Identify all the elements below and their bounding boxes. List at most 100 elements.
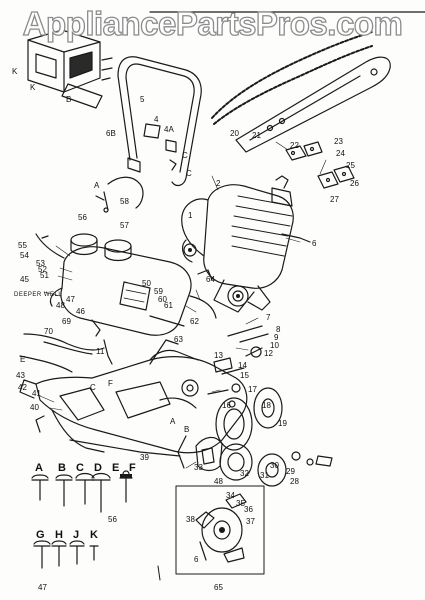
- callout-label: 43: [16, 371, 25, 380]
- callout-label: 70: [44, 327, 53, 336]
- callout-label: 23: [334, 137, 343, 146]
- hardware-key-letter: H: [55, 529, 63, 541]
- callout-label: 36: [244, 505, 253, 514]
- callout-label: 2: [216, 179, 221, 188]
- fuel-tank: [35, 233, 217, 337]
- callout-label: 48: [56, 301, 65, 310]
- saw-chain-lower: [213, 45, 373, 125]
- callout-label: 8: [276, 325, 281, 334]
- leader-lines: [39, 141, 327, 469]
- callout-label: 31: [260, 471, 269, 480]
- deeper-well-caption: DEEPER WELL: [14, 292, 63, 298]
- callout-label: 45: [20, 275, 29, 284]
- small-hardware: [207, 325, 269, 408]
- screw-heads-fill: [120, 248, 240, 533]
- callout-label: 16: [222, 401, 231, 410]
- callout-label: 33: [194, 463, 203, 472]
- crankcase-chassis: [19, 339, 248, 457]
- callout-label: 55: [18, 241, 27, 250]
- clutch-assembly: [177, 387, 333, 487]
- callout-label: 41: [32, 389, 41, 398]
- callout-label: 69: [62, 317, 71, 326]
- callout-label: 21: [252, 131, 261, 140]
- callout-label: 48: [214, 477, 223, 486]
- callout-label: 7: [266, 313, 271, 322]
- callout-label: 5: [140, 95, 145, 104]
- callout-label: 56: [78, 213, 87, 222]
- hardware-key-letter: F: [129, 462, 136, 474]
- hardware-key-letter: D: [94, 462, 102, 474]
- callout-label: 53: [36, 259, 45, 268]
- callout-label: 15: [240, 371, 249, 380]
- hardware-sub-number: 47: [38, 583, 47, 592]
- callout-label: 42: [18, 383, 27, 392]
- callout-label: 6: [312, 239, 317, 248]
- callout-label: 39: [140, 453, 149, 462]
- callout-label: 26: [350, 179, 359, 188]
- hardware-key-letter: B: [58, 462, 66, 474]
- callout-label: 12: [264, 349, 273, 358]
- hardware-key-letter: G: [36, 529, 45, 541]
- callout-label: 22: [290, 141, 299, 150]
- hardware-sub-number: 56: [108, 515, 117, 524]
- callout-label: 63: [174, 335, 183, 344]
- callout-label: B: [66, 95, 72, 104]
- callout-label: 54: [20, 251, 29, 260]
- callout-label: 52: [38, 265, 47, 274]
- callout-label: 57: [120, 221, 129, 230]
- callout-label: 4: [154, 115, 159, 124]
- screw-row-2: [33, 540, 161, 581]
- saw-chain: [211, 31, 373, 119]
- callout-label: C: [182, 151, 188, 160]
- handle-bar: [117, 56, 202, 187]
- callout-label: B: [184, 425, 190, 434]
- inset-detail-box: [175, 485, 265, 575]
- callout-label: A: [94, 181, 100, 190]
- hardware-key-letter: K: [90, 529, 98, 541]
- guide-bar: [235, 56, 391, 153]
- callout-label: 38: [186, 515, 195, 524]
- callout-label: E: [20, 355, 26, 364]
- callout-label: 34: [226, 491, 235, 500]
- callout-label: 27: [330, 195, 339, 204]
- callout-label: 6: [194, 555, 199, 564]
- callout-label: 29: [286, 467, 295, 476]
- air-filter-assembly: [27, 29, 113, 109]
- hardware-key-letter: A: [35, 462, 43, 474]
- callout-label: 9: [274, 333, 279, 342]
- hardware-key-letter: E: [112, 462, 120, 474]
- hardware-key-letter: J: [73, 529, 80, 541]
- callout-label: 20: [230, 129, 239, 138]
- callout-label: 32: [240, 469, 249, 478]
- callout-label: C: [186, 169, 192, 178]
- screw-row-1: [31, 470, 133, 513]
- hardware-key-letter: C: [76, 462, 84, 474]
- callout-label: 28: [290, 477, 299, 486]
- watermark: AppliancePartsPros.com: [22, 4, 403, 42]
- callout-label: 14: [238, 361, 247, 370]
- callout-label: K: [30, 83, 36, 92]
- callout-label: 64: [206, 275, 215, 284]
- callout-label: 62: [190, 317, 199, 326]
- chain-link-parts: [285, 141, 355, 189]
- callout-label: 25: [346, 161, 355, 170]
- callout-label: K: [12, 67, 18, 76]
- callout-label: F: [108, 379, 113, 388]
- callout-label: 24: [336, 149, 345, 158]
- engine-assembly: [181, 175, 311, 313]
- bracket-58: [95, 176, 144, 213]
- callout-label: 47: [66, 295, 75, 304]
- callout-label: C: [90, 383, 96, 392]
- callout-label: 58: [120, 197, 129, 206]
- callout-label: 19: [278, 419, 287, 428]
- callout-label: 6B: [106, 129, 116, 138]
- fuel-lines: [19, 315, 185, 373]
- callout-label: 65: [214, 583, 223, 592]
- callout-label: 10: [270, 341, 279, 350]
- callout-label: 1: [188, 211, 193, 220]
- callout-label: 40: [30, 403, 39, 412]
- callout-label: 61: [164, 301, 173, 310]
- callout-label: 51: [40, 271, 49, 280]
